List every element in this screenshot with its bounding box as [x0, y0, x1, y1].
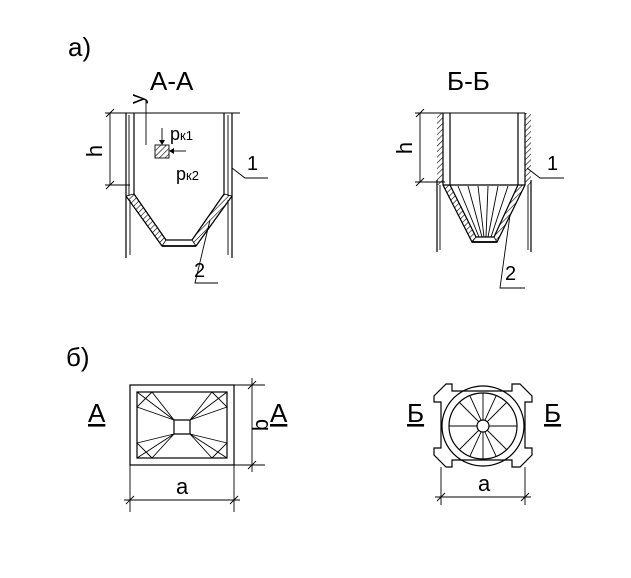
- callout-2-aa: 2: [194, 260, 205, 282]
- section-bb-title: Б-Б: [447, 66, 490, 96]
- pk1-label: pк1: [170, 124, 193, 144]
- y-axis-label: y: [127, 94, 149, 104]
- cut-a-right-label: А: [270, 398, 288, 428]
- pressure-element: [154, 144, 170, 159]
- h-label-bb: h: [392, 142, 417, 154]
- cut-a-left-label: А: [88, 398, 106, 428]
- pk2-label: pк2: [176, 164, 199, 184]
- callout-1-aa: 1: [247, 153, 258, 175]
- plan-view-b: Б Б a: [407, 383, 561, 505]
- section-aa: А-А h y p: [82, 66, 268, 284]
- dim-a-label-right: a: [478, 471, 491, 496]
- part-b-label: б): [66, 342, 90, 372]
- h-label-aa: h: [82, 145, 107, 157]
- cut-b-right-label: Б: [544, 398, 561, 428]
- part-a-label: а): [68, 32, 91, 62]
- dim-b-label: b: [248, 419, 273, 431]
- cut-b-left-label: Б: [407, 398, 424, 428]
- plan-view-a: А А a b: [88, 378, 288, 512]
- dim-a-label-left: a: [176, 474, 189, 499]
- section-aa-title: А-А: [150, 66, 194, 96]
- callout-2-bb: 2: [505, 263, 516, 285]
- section-bb: Б-Б h: [392, 66, 564, 289]
- callout-1-bb: 1: [547, 153, 558, 175]
